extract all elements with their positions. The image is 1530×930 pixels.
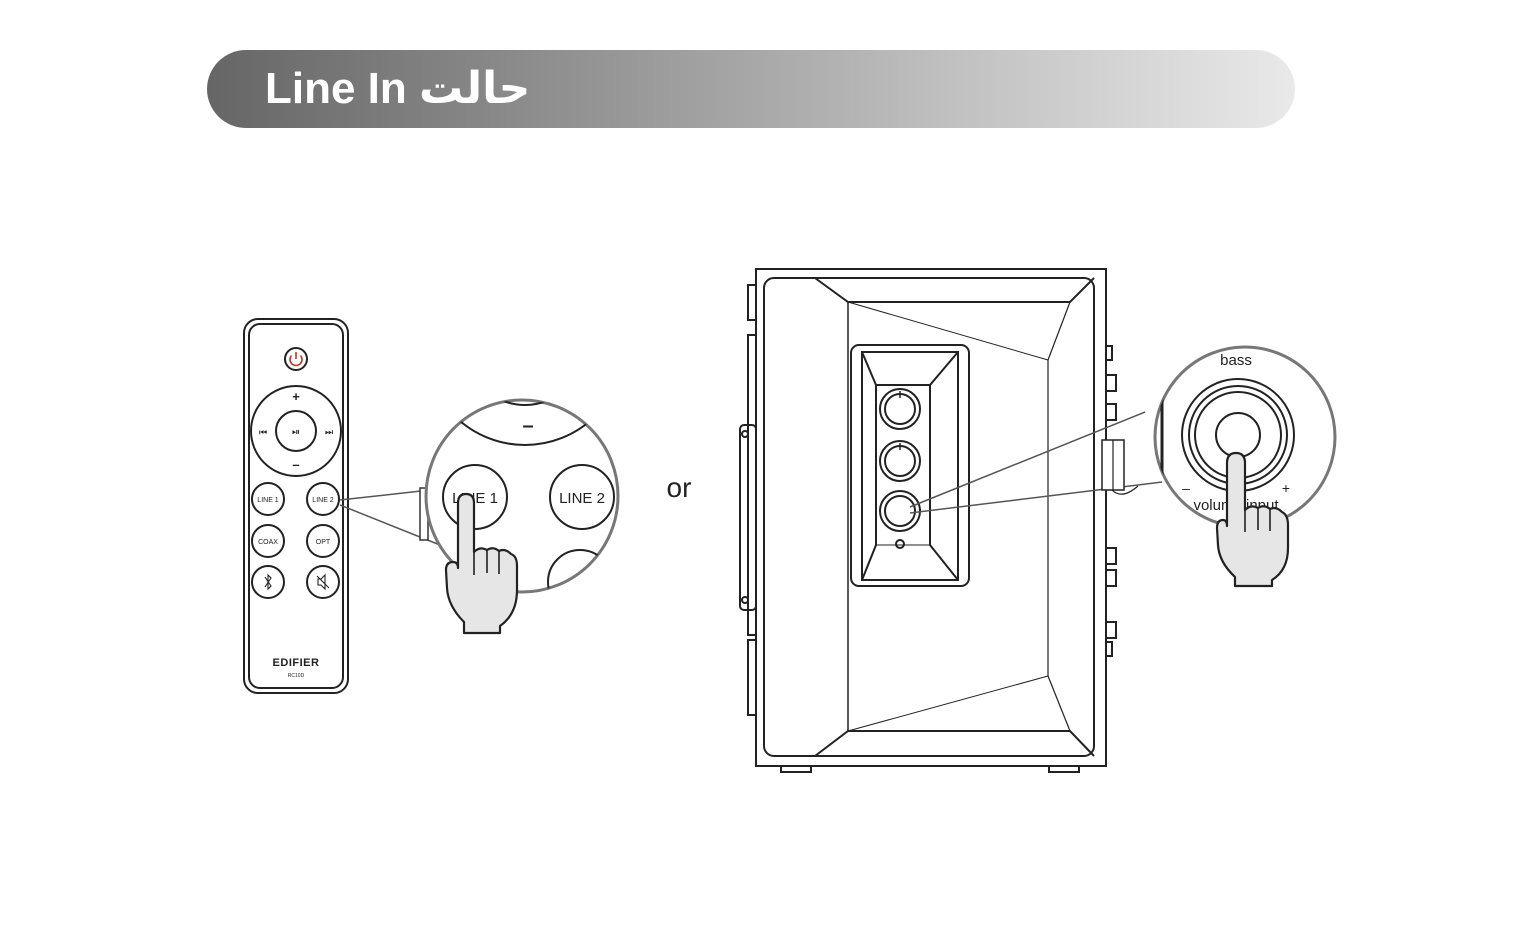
zoom-line2-label: LINE 2 [559, 490, 605, 507]
bass-knob[interactable] [879, 440, 921, 482]
mute-button[interactable] [306, 565, 340, 599]
line1-button[interactable]: LINE 1 [251, 482, 285, 516]
previous-icon[interactable]: ⏮ [259, 427, 267, 437]
opt-label: OPT [316, 539, 331, 546]
zoom-volume-down-label: – [522, 415, 533, 437]
pointing-hand-icon [444, 492, 519, 635]
remote-zoom-circle: – LINE 1 LINE 2 [424, 398, 620, 635]
bluetooth-icon [264, 573, 272, 591]
navigation-ring[interactable] [250, 385, 342, 477]
speaker-pointing-hand-icon [1215, 451, 1290, 588]
brand-logo: EDIFIER [273, 657, 320, 669]
speaker-zoom-circle: bass – + volume/input [1153, 345, 1337, 588]
title-banner: Line In حالت [207, 50, 1295, 128]
bluetooth-button[interactable] [251, 565, 285, 599]
opt-button[interactable]: OPT [306, 524, 340, 558]
remote-control: + – ⏮ ⏯ ⏭ LINE 1 LINE 2 COAX OPT [243, 318, 349, 694]
banner-title: Line In حالت [265, 50, 530, 128]
line2-label: LINE 2 [312, 497, 334, 504]
coax-label: COAX [258, 539, 278, 546]
zoom-bass-label: bass [1220, 352, 1252, 369]
volume-down-label: – [292, 457, 299, 472]
line2-button[interactable]: LINE 2 [306, 482, 340, 516]
indicator-led [895, 539, 905, 549]
zoom-plus-label: + [1282, 480, 1290, 496]
zoom-line2-button[interactable] [549, 464, 615, 530]
zoom-minus-label: – [1182, 480, 1190, 496]
treble-knob[interactable] [879, 388, 921, 430]
speaker [739, 268, 1117, 773]
coax-button[interactable]: COAX [251, 524, 285, 558]
or-separator: or [667, 472, 692, 503]
next-icon[interactable]: ⏭ [325, 427, 333, 437]
volume-input-knob[interactable] [879, 490, 921, 532]
play-pause-icon: ⏯ [292, 427, 300, 438]
model-label: RC10D [288, 673, 305, 679]
banner-title-latin: Line In [265, 64, 407, 113]
power-button[interactable] [284, 347, 308, 371]
mute-icon [317, 573, 326, 591]
speaker-callout-lines [909, 411, 1163, 514]
play-pause-button[interactable] [275, 410, 317, 452]
line1-label: LINE 1 [257, 497, 279, 504]
volume-up-label: + [292, 389, 300, 404]
banner-title-persian: حالت [419, 64, 531, 113]
